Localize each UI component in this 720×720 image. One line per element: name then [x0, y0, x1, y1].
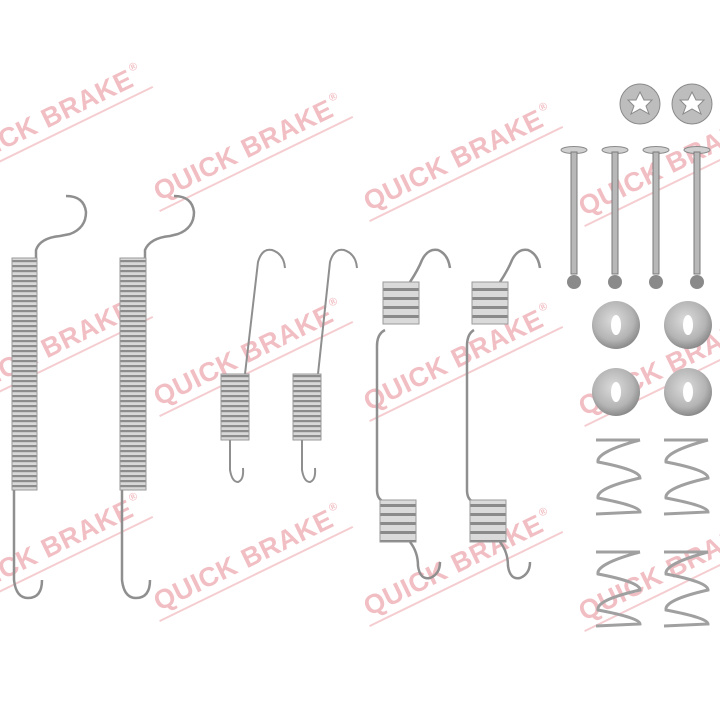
- compression-spring: [663, 550, 710, 628]
- cup-washer: [592, 301, 640, 349]
- hold-down-pin: [642, 146, 670, 289]
- hold-down-pin: [560, 146, 588, 289]
- small-tension-spring: [292, 248, 358, 484]
- long-return-spring: [119, 194, 196, 600]
- compression-spring: [595, 438, 642, 516]
- star-lock-washer: [671, 83, 713, 125]
- hold-down-pin: [601, 146, 629, 289]
- small-tension-spring: [220, 248, 286, 484]
- long-return-spring: [11, 194, 88, 600]
- hold-down-pin: [683, 146, 711, 289]
- cup-washer: [664, 368, 712, 416]
- bar-spring-double-coil: [465, 248, 542, 580]
- bar-spring-double-coil: [375, 248, 452, 580]
- cup-washer: [592, 368, 640, 416]
- compression-spring: [663, 438, 710, 516]
- compression-spring: [595, 550, 642, 628]
- star-lock-washer: [619, 83, 661, 125]
- cup-washer: [664, 301, 712, 349]
